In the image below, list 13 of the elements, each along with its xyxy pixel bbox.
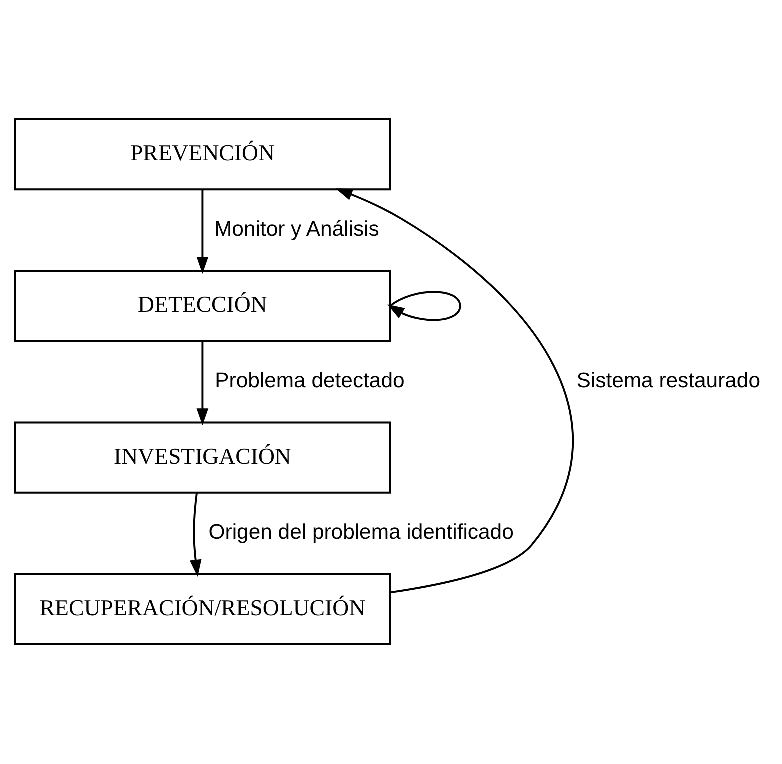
edge-label: Origen del problema identificado (208, 521, 514, 544)
edge-label: Problema detectado (215, 370, 405, 393)
arrow (388, 291, 462, 322)
edge-label: Monitor y Análisis (214, 218, 380, 241)
arrow (196, 190, 209, 274)
node-box: DETECCIÓN (14, 270, 392, 342)
arrow (196, 341, 209, 426)
node-box: PREVENCIÓN (14, 118, 392, 191)
arrow (336, 188, 574, 594)
node-box: INVESTIGACIÓN (14, 422, 392, 494)
edge-label: Sistema restaurado (576, 370, 761, 393)
node-box: RECUPERACIÓN/RESOLUCIÓN (14, 573, 392, 646)
arrow (190, 493, 202, 577)
